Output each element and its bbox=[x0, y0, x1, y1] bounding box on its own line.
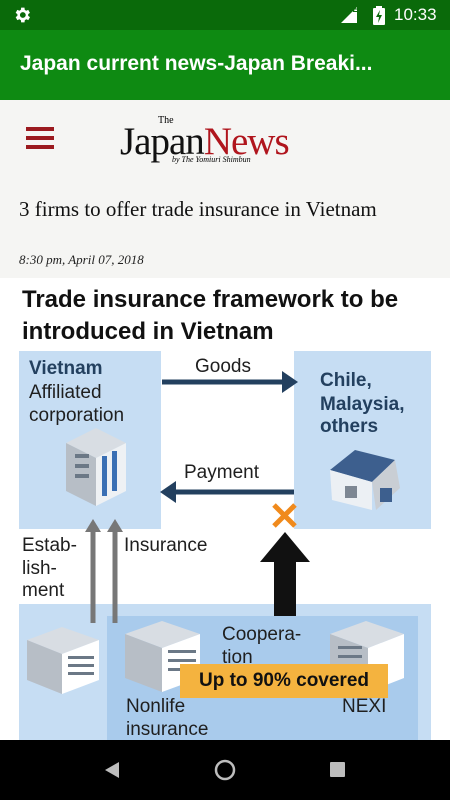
article-infographic: Trade insurance framework to be introduc… bbox=[0, 278, 450, 740]
clock: 10:33 bbox=[394, 5, 437, 24]
infographic-title: Trade insurance framework to be introduc… bbox=[22, 286, 399, 345]
signal-icon bbox=[341, 7, 357, 23]
affiliated-label: Affiliated bbox=[29, 382, 102, 403]
hamburger-menu-icon[interactable] bbox=[26, 127, 54, 149]
navigation-bar bbox=[0, 740, 450, 800]
battery-charging-icon bbox=[373, 6, 385, 25]
establishment-label-3: ment bbox=[22, 580, 65, 601]
payment-label: Payment bbox=[184, 462, 259, 483]
logo-the: The bbox=[158, 115, 174, 126]
logo-news: News bbox=[203, 120, 290, 163]
gear-icon bbox=[15, 7, 30, 23]
nonlife-label-2: insurance bbox=[126, 719, 209, 740]
japan-news-logo[interactable]: The JapanNews by The Yomiuri Shimbun bbox=[120, 115, 335, 167]
logo-wordmark: JapanNews bbox=[120, 119, 290, 164]
house-icon bbox=[330, 450, 400, 510]
app-bar: Japan current news-Japan Breaki... bbox=[0, 30, 450, 100]
coverage-badge: Up to 90% covered bbox=[180, 664, 388, 698]
destination-others: others bbox=[320, 416, 379, 437]
article-date: 8:30 pm, April 07, 2018 bbox=[19, 252, 144, 267]
cooperation-label-2: tion bbox=[222, 647, 253, 668]
nexi-label: NEXI bbox=[342, 696, 387, 717]
logo-byline: by The Yomiuri Shimbun bbox=[172, 155, 251, 164]
nonlife-label-1: Nonlife bbox=[126, 696, 186, 717]
webview-content[interactable]: The JapanNews by The Yomiuri Shimbun 3 f… bbox=[0, 100, 450, 740]
cooperation-label-1: Coopera- bbox=[222, 624, 302, 645]
corporation-label: corporation bbox=[29, 405, 125, 426]
destination-malaysia: Malaysia, bbox=[320, 394, 405, 415]
vietnam-label: Vietnam bbox=[29, 358, 103, 379]
article-headline: 3 firms to offer trade insurance in Viet… bbox=[19, 197, 377, 221]
destination-chile: Chile, bbox=[320, 370, 372, 391]
establishment-label-2: lish- bbox=[22, 558, 57, 579]
establishment-label-1: Estab- bbox=[22, 535, 77, 556]
app-title: Japan current news-Japan Breaki... bbox=[20, 52, 373, 75]
status-bar: LTE 10:33 bbox=[0, 0, 450, 30]
logo-japan: Japan bbox=[120, 120, 205, 163]
office-building-icon bbox=[27, 627, 99, 694]
goods-label: Goods bbox=[195, 356, 251, 377]
network-type: LTE bbox=[342, 4, 359, 14]
insurance-label: Insurance bbox=[124, 535, 208, 556]
back-icon[interactable] bbox=[103, 760, 121, 780]
recent-apps-icon[interactable] bbox=[330, 762, 345, 777]
home-icon[interactable] bbox=[214, 759, 236, 781]
office-building-icon bbox=[66, 428, 126, 506]
